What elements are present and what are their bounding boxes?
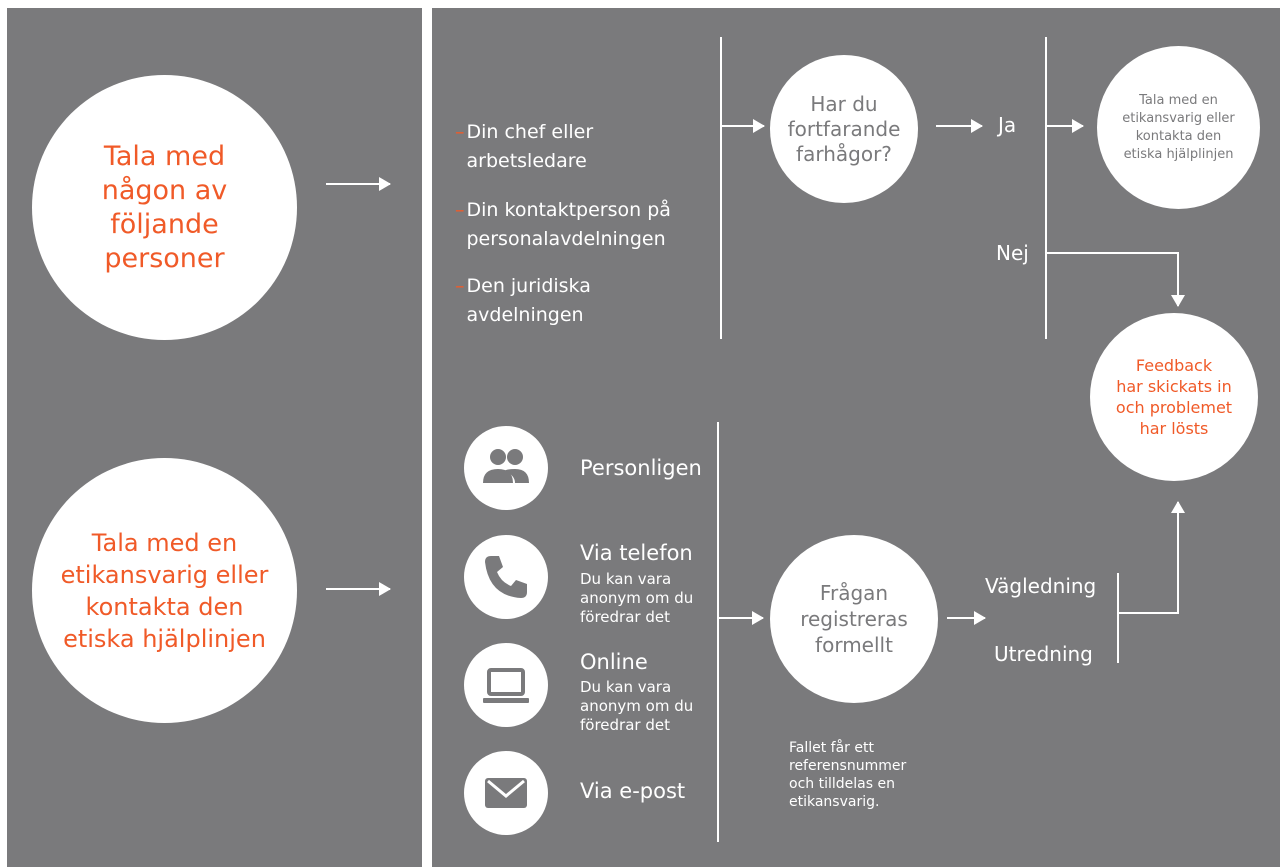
feedback-text: Feedback har skickats in och problemet h… <box>1115 356 1233 438</box>
outcome-connector-h <box>1119 612 1179 614</box>
feedback-circle: Feedback har skickats in och problemet h… <box>1090 313 1258 481</box>
outcome-investigation: Utredning <box>994 642 1093 666</box>
arrow-to-ethics-circle <box>1047 119 1084 133</box>
outcome-bracket <box>1117 573 1119 663</box>
channel-phone-title: Via telefon <box>580 541 693 565</box>
ethics-contact-text: Tala med en etikansvarig eller kontakta … <box>1122 92 1235 162</box>
divider-bottom-1 <box>717 422 719 842</box>
divider-top-1 <box>720 37 722 339</box>
outcome-guidance: Vägledning <box>985 574 1097 598</box>
arrow-no-down <box>1171 252 1185 307</box>
envelope-icon <box>485 778 527 808</box>
answer-no: Nej <box>996 241 1029 265</box>
channel-email-title: Via e-post <box>580 779 686 803</box>
divider-top-2 <box>1045 37 1047 339</box>
phone-icon <box>485 556 527 598</box>
arrow-up-to-feedback <box>1171 501 1185 614</box>
channel-online-sub: Du kan vara anonym om du föredrar det <box>580 678 694 734</box>
arrow-bottom-left <box>326 582 391 596</box>
channel-online-title: Online <box>580 650 648 674</box>
channel-in-person-title: Personligen <box>580 456 702 480</box>
question-text: Har du fortfarande farhågor? <box>787 91 901 166</box>
laptop-icon-circle <box>464 643 548 727</box>
answer-yes: Ja <box>998 113 1017 137</box>
people-icon <box>483 449 529 483</box>
people-icon-circle <box>464 426 548 510</box>
registered-circle: Frågan registreras formellt <box>770 535 938 703</box>
talk-to-people-circle: Tala med någon av följande personer <box>32 75 297 340</box>
question-circle: Har du fortfarande farhågor? <box>770 55 918 203</box>
arrow-top-left <box>326 177 391 191</box>
envelope-icon-circle <box>464 751 548 835</box>
laptop-icon <box>483 668 529 703</box>
arrow-to-question <box>722 119 765 133</box>
arrow-to-registered <box>719 611 764 625</box>
people-item-legal: –Den juridiska avdelningen <box>455 275 591 326</box>
talk-to-people-text: Tala med någon av följande personer <box>101 140 228 274</box>
registered-text: Frågan registreras formellt <box>800 581 908 657</box>
talk-to-ethics-circle: Tala med en etikansvarig eller kontakta … <box>32 458 297 723</box>
ethics-contact-circle: Tala med en etikansvarig eller kontakta … <box>1097 46 1260 209</box>
talk-to-ethics-text: Tala med en etikansvarig eller kontakta … <box>60 528 269 653</box>
people-item-manager: –Din chef eller arbetsledare <box>455 121 594 172</box>
registered-note: Fallet får ett referensnummer och tillde… <box>789 740 907 810</box>
arrow-to-yes <box>936 119 983 133</box>
arrow-to-outcomes <box>947 611 986 625</box>
phone-icon-circle <box>464 535 548 619</box>
no-connector-h <box>1047 252 1179 254</box>
channel-phone-sub: Du kan vara anonym om du föredrar det <box>580 570 694 626</box>
people-item-hr: –Din kontaktperson på personalavdelninge… <box>455 199 671 250</box>
